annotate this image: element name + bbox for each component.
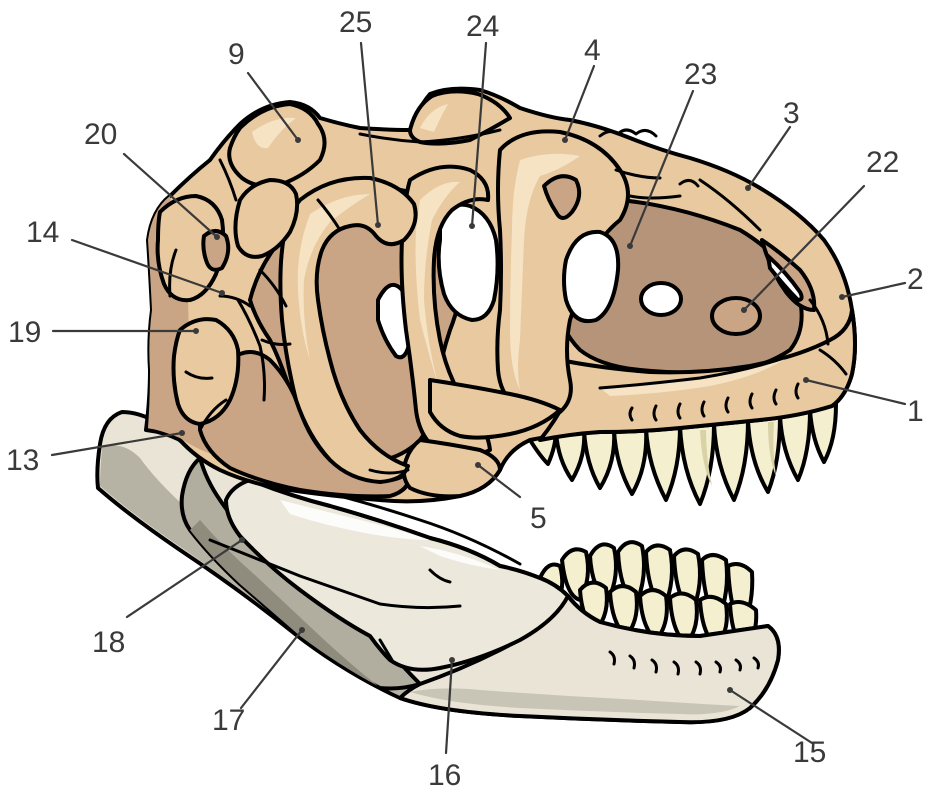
label-13: 13 bbox=[6, 444, 39, 477]
label-5: 5 bbox=[530, 502, 547, 535]
label-17: 17 bbox=[212, 704, 245, 737]
cranium bbox=[146, 89, 855, 504]
label-4: 4 bbox=[584, 34, 601, 67]
orbit bbox=[439, 205, 498, 320]
label-18: 18 bbox=[92, 626, 125, 659]
label-14: 14 bbox=[26, 216, 59, 249]
antorbital-fenestra bbox=[564, 232, 618, 321]
label-16: 16 bbox=[428, 759, 461, 792]
label-20: 20 bbox=[84, 118, 117, 151]
label-22: 22 bbox=[866, 146, 899, 179]
maxillary-fenestra bbox=[641, 283, 681, 315]
label-2: 2 bbox=[907, 263, 924, 296]
label-9: 9 bbox=[228, 38, 245, 71]
label-23: 23 bbox=[684, 58, 717, 91]
promaxillary-fenestra bbox=[712, 298, 760, 334]
label-15: 15 bbox=[793, 736, 826, 769]
label-24: 24 bbox=[466, 10, 499, 43]
label-1: 1 bbox=[907, 395, 924, 428]
label-3: 3 bbox=[783, 97, 800, 130]
label-19: 19 bbox=[8, 316, 41, 349]
label-25: 25 bbox=[339, 6, 372, 39]
